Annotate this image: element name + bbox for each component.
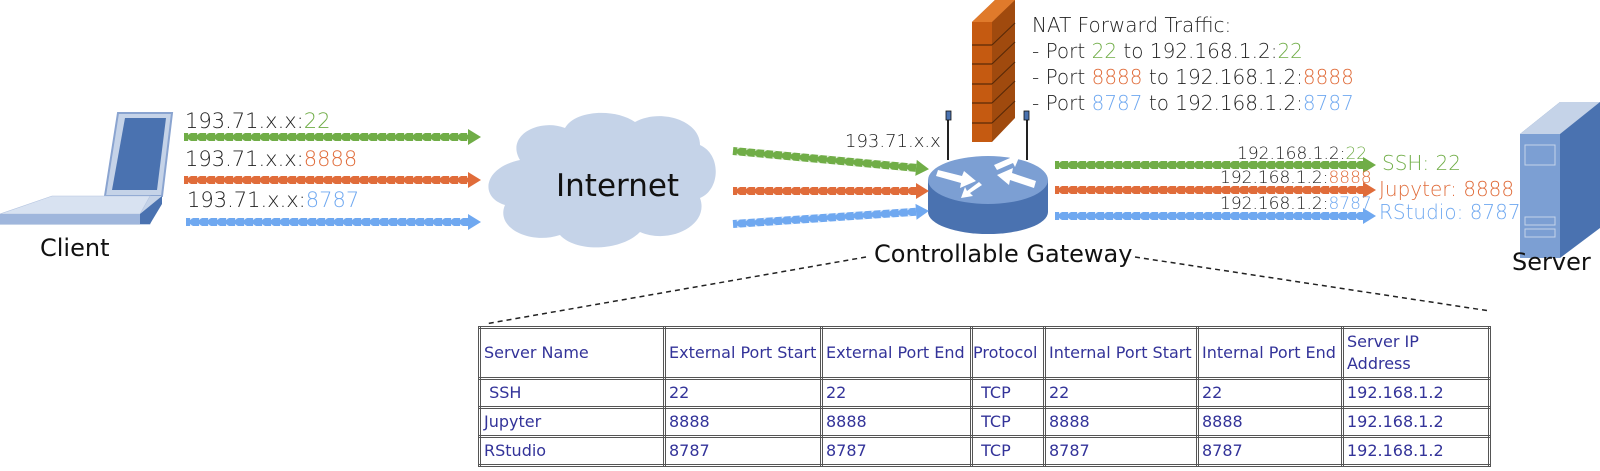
- internet-label: Internet: [556, 168, 680, 204]
- table-cell: 22: [663, 377, 823, 409]
- laptop-icon: [0, 112, 174, 225]
- table-cell: TCP: [970, 435, 1046, 467]
- service-ssh: SSH: 22: [1382, 151, 1461, 175]
- client-flow-jupyter: 193.71.x.x:8888: [185, 147, 358, 171]
- router-icon: [928, 110, 1048, 234]
- arrow-gateway-to-server-rstudio: [1055, 208, 1376, 224]
- arrow-gateway-to-server-jupyter: [1055, 182, 1376, 198]
- table-cell: 8787: [820, 435, 973, 467]
- gateway-label: Controllable Gateway: [874, 240, 1133, 268]
- table-header-row: Server Name External Port Start External…: [478, 326, 1491, 380]
- table-cell: 8787: [1196, 435, 1344, 467]
- internal-flow-jupyter: 192.168.1.2:8888: [1220, 168, 1372, 188]
- arrow-client-to-internet-rstudio: [186, 214, 481, 230]
- table-cell: 192.168.1.2: [1341, 377, 1491, 409]
- table-cell: 192.168.1.2: [1341, 406, 1491, 438]
- col-int-port-end: Internal Port End: [1196, 326, 1344, 380]
- service-rstudio: RStudio: 8787: [1379, 200, 1521, 224]
- table-cell: TCP: [970, 406, 1046, 438]
- cloud-icon: [488, 112, 716, 248]
- table-cell: 8888: [1043, 406, 1199, 438]
- internal-flow-ssh: 192.168.1.2:22: [1237, 144, 1368, 164]
- table-cell: 8787: [663, 435, 823, 467]
- arrow-internet-to-gateway-ssh: [732, 147, 929, 176]
- table-cell: 22: [820, 377, 973, 409]
- nat-rule: - Port 22 to 192.168.1.2:22: [1032, 39, 1303, 63]
- client-flow-rstudio: 193.71.x.x:8787: [187, 188, 360, 212]
- gateway-public-ip: 193.71.x.x: [845, 131, 941, 152]
- table-cell: RStudio: [478, 435, 666, 467]
- table-cell: 8888: [1196, 406, 1344, 438]
- table-cell: 8888: [820, 406, 973, 438]
- service-jupyter: Jupyter: 8888: [1379, 177, 1515, 201]
- nat-rule: - Port 8787 to 192.168.1.2:8787: [1032, 91, 1354, 115]
- client-label: Client: [40, 234, 110, 262]
- nat-note: NAT Forward Traffic: - Port 22 to 192.16…: [1032, 12, 1354, 116]
- arrow-internet-to-gateway-jupyter: [733, 183, 929, 199]
- callout-line-left: [484, 256, 867, 325]
- col-ext-port-start: External Port Start: [663, 326, 823, 380]
- table-cell: 192.168.1.2: [1341, 435, 1491, 467]
- table-cell: Jupyter: [478, 406, 666, 438]
- server-icon: [1520, 102, 1600, 258]
- col-server-name: Server Name: [478, 326, 666, 380]
- col-ext-port-end: External Port End: [820, 326, 973, 380]
- nat-rule: - Port 8888 to 192.168.1.2:8888: [1032, 65, 1354, 89]
- table-cell: SSH: [478, 377, 666, 409]
- table-cell: 8888: [663, 406, 823, 438]
- arrow-internet-to-gateway-rstudio: [732, 203, 929, 228]
- table-cell: 22: [1043, 377, 1199, 409]
- table-cell: 8787: [1043, 435, 1199, 467]
- col-protocol: Protocol: [970, 326, 1046, 380]
- client-flow-ssh: 193.71.x.x:22: [185, 109, 331, 133]
- port-forwarding-table: Server Name External Port Start External…: [478, 326, 1491, 467]
- col-server-ip: Server IP Address: [1341, 326, 1491, 380]
- arrow-gateway-to-server-ssh: [1055, 157, 1376, 173]
- firewall-icon: [972, 0, 1016, 142]
- nat-note-title: NAT Forward Traffic:: [1032, 13, 1232, 37]
- arrow-client-to-internet-jupyter: [184, 172, 481, 188]
- table-cell: 22: [1196, 377, 1344, 409]
- col-int-port-start: Internal Port Start: [1043, 326, 1199, 380]
- arrow-client-to-internet-ssh: [184, 129, 481, 145]
- server-label: Server: [1512, 248, 1591, 276]
- internal-flow-rstudio: 192.168.1.2:8787: [1220, 194, 1372, 214]
- callout-line-right: [1134, 256, 1491, 312]
- table-cell: TCP: [970, 377, 1046, 409]
